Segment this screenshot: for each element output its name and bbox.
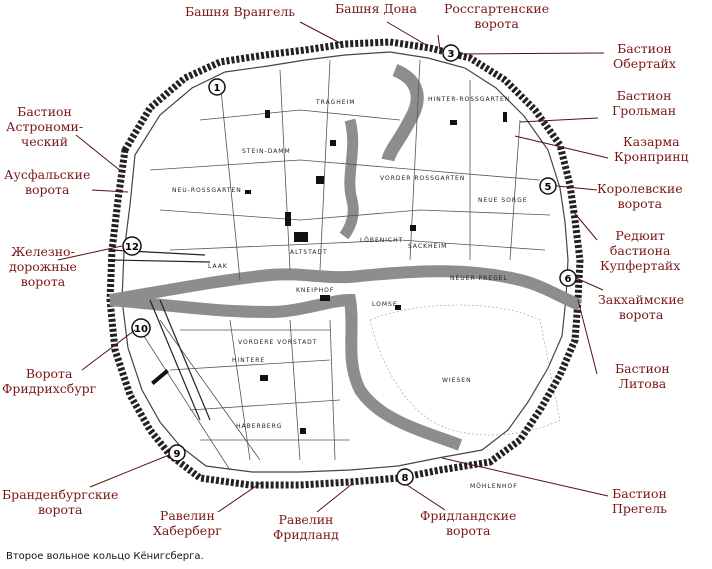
label-bashnya-dona: Башня Дона [335, 1, 417, 16]
river-pregel-south [109, 293, 463, 451]
district-tragheim: TRAGHEIM [315, 99, 356, 106]
leader-khaberberg [217, 481, 263, 513]
marker-8: 8 [396, 468, 414, 486]
district-hintere: HINTERE [232, 357, 265, 364]
leader-dona [386, 21, 429, 47]
buildings [151, 110, 507, 434]
leader-wrangel [299, 21, 343, 45]
fortification-inner [121, 51, 569, 473]
district-altstadt: ALTSTADT [290, 249, 328, 256]
leader-kazarma [514, 135, 609, 159]
district-vordere-vorstadt: VORDERE VORSTADT [238, 339, 317, 346]
leader-astronom [75, 134, 123, 173]
district-sackheim: SACKHEIM [408, 243, 447, 250]
district-kneiphof: KNEIPHOF [296, 287, 334, 294]
district-hinter-rossgarten: HINTER-ROSSGARTEN [428, 96, 510, 103]
svg-text:9: 9 [174, 449, 181, 460]
leader-lines [57, 21, 609, 513]
leader-rossgarten [437, 34, 441, 51]
svg-text:12: 12 [125, 242, 139, 253]
marker-6: 6 [559, 269, 577, 287]
label-bashnya-wrangel: Башня Врангель [185, 4, 296, 19]
marker-9: 9 [168, 444, 186, 462]
leader-korolev [556, 185, 598, 191]
leader-redut [571, 209, 598, 241]
river-pregel-north [109, 265, 583, 311]
numbered-markers: 1 3 5 6 8 9 10 12 [122, 44, 577, 486]
svg-text:6: 6 [565, 274, 572, 285]
meadow-area [369, 304, 561, 436]
district-haberberg: HABERBERG [236, 423, 282, 430]
district-loebenicht: LÖBENICHT [360, 237, 403, 244]
marker-12: 12 [122, 236, 142, 256]
marker-5: 5 [539, 177, 557, 195]
district-laak: LAAK [208, 263, 228, 270]
leader-litova [577, 299, 598, 375]
district-vorder-rossgarten: VORDER ROSSGARTEN [380, 175, 465, 182]
street-network [139, 59, 551, 471]
river-neuer-pregel: NEUER PREGEL [450, 275, 508, 282]
district-mohlenhof: MÖHLENHOF [470, 483, 518, 490]
leader-pregel [441, 457, 609, 497]
district-neu-rossgarten: NEU-ROSSGARTEN [172, 187, 242, 194]
leader-grolman [519, 117, 599, 123]
fortification-ring [106, 38, 584, 489]
marker-1: 1 [208, 78, 226, 96]
schlossteich-pond [339, 118, 359, 240]
leader-fridrikhsburg [81, 329, 136, 371]
district-names: TRAGHEIM HINTER-ROSSGARTEN STEIN-DAMM NE… [172, 96, 528, 490]
svg-text:3: 3 [448, 49, 455, 60]
leader-brandenburg [89, 454, 170, 488]
svg-text:8: 8 [402, 473, 409, 484]
leader-fridland-rav [316, 483, 353, 513]
district-neue-sorge: NEUE SORGE [478, 197, 528, 204]
district-lomse: LOMSE [372, 301, 398, 308]
svg-text:1: 1 [214, 83, 221, 94]
oberteich-pond [381, 63, 424, 162]
district-stein-damm: STEIN-DAMM [242, 148, 291, 155]
svg-text:5: 5 [545, 182, 552, 193]
leader-fridland-gate [406, 484, 446, 511]
svg-text:10: 10 [134, 324, 148, 335]
leader-zakheim [575, 277, 604, 291]
marker-3: 3 [442, 44, 460, 62]
leader-ausfal [91, 189, 129, 193]
district-wiesen: WIESEN [442, 377, 472, 384]
map-caption: Второе вольное кольцо Кёнигсберга. [6, 551, 204, 562]
leader-zhelezno [57, 245, 123, 261]
marker-10: 10 [131, 318, 151, 338]
leader-obertaikh [459, 52, 605, 55]
